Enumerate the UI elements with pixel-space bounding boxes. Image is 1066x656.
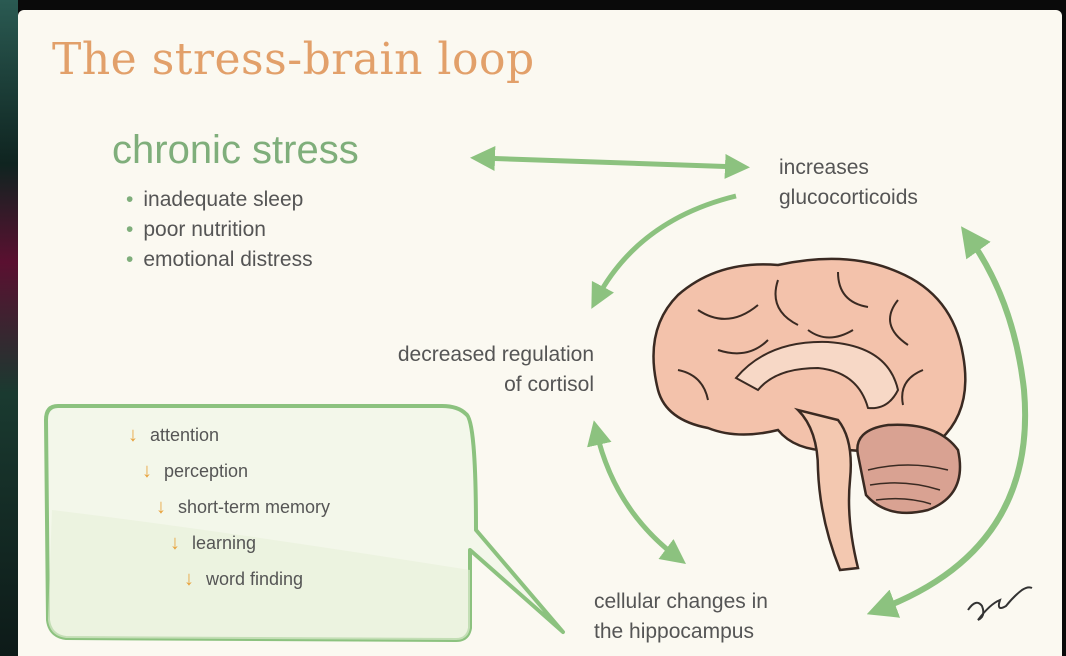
- arrow-cortisol-hippocampus: [596, 430, 678, 558]
- down-arrow-icon: ↓: [128, 424, 138, 446]
- effect-item: ↓word finding: [128, 561, 330, 597]
- left-background-edge: [0, 0, 18, 656]
- down-arrow-icon: ↓: [156, 496, 166, 518]
- effect-item: ↓perception: [128, 453, 330, 489]
- diagram-frame: The stress-brain loop chronic stress •in…: [18, 10, 1062, 656]
- down-arrow-icon: ↓: [184, 568, 194, 590]
- brain-illustration: [654, 259, 966, 570]
- down-arrow-icon: ↓: [142, 460, 152, 482]
- arrow-stress-glucocorticoids: [480, 158, 740, 167]
- down-arrow-icon: ↓: [170, 532, 180, 554]
- cognitive-effects-list: ↓attention ↓perception ↓short-term memor…: [128, 417, 330, 597]
- effect-item: ↓short-term memory: [128, 489, 330, 525]
- effect-item: ↓learning: [128, 525, 330, 561]
- effect-item: ↓attention: [128, 417, 330, 453]
